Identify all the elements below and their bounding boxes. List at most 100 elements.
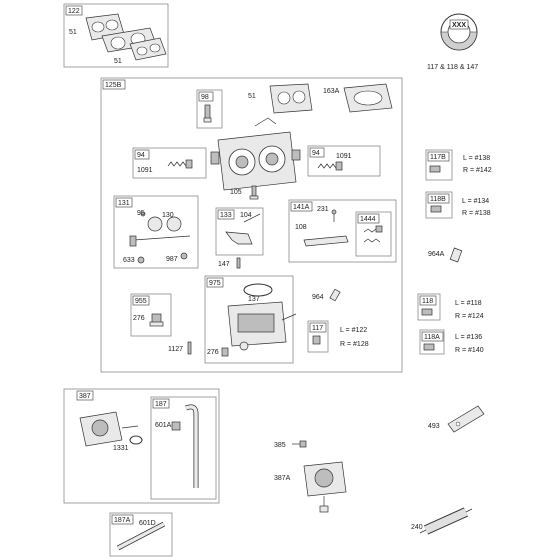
label-240: 240: [411, 524, 423, 531]
label-R-124: R = #124: [455, 313, 484, 320]
tag-98: 98: [201, 94, 209, 101]
frame-975: [204, 275, 294, 364]
label-R-128: R = #128: [340, 341, 369, 348]
label-147: 147: [218, 261, 230, 268]
label-51-c: 51: [248, 93, 256, 100]
label-117-118-147: 117 & 118 & 147: [427, 64, 478, 71]
label-964: 964: [312, 294, 324, 301]
label-L-122: L = #122: [340, 327, 367, 334]
tag-187: 187: [155, 401, 167, 408]
frame-98: [196, 89, 223, 129]
seal-icon: XXX: [440, 13, 478, 51]
choke-lever-133: [225, 213, 261, 245]
label-1091-a: 1091: [137, 167, 153, 174]
screw-147: [236, 257, 241, 269]
label-1127: 1127: [168, 346, 183, 353]
seal-text: XXX: [452, 22, 466, 29]
label-95: 95: [137, 210, 145, 217]
tag-975: 975: [209, 280, 221, 287]
label-L-138: L = #138: [463, 155, 490, 162]
frame-94-left: [132, 147, 207, 179]
frame-94-right: [307, 145, 381, 177]
frame-131: [113, 195, 199, 269]
screw-385: [292, 440, 307, 448]
tag-117B: 117B: [430, 154, 446, 161]
throttle-shaft-131: [129, 211, 191, 264]
label-105: 105: [230, 189, 242, 196]
jet-117B: [429, 165, 441, 173]
label-1091-b: 1091: [336, 153, 352, 160]
label-601D: 601D: [139, 520, 156, 527]
plug-964: [329, 288, 341, 302]
label-L-134: L = #134: [462, 198, 489, 205]
label-1331: 1331: [113, 445, 129, 452]
label-276-b: 276: [207, 349, 219, 356]
label-51-b: 51: [114, 58, 122, 65]
jet-955: [149, 313, 164, 327]
frame-117B: [425, 149, 453, 181]
spring-94-left: [167, 159, 193, 169]
jet-117: [312, 335, 321, 345]
frame-118B: [425, 191, 453, 219]
label-387A: 387A: [274, 475, 291, 482]
plug-964A: [449, 247, 463, 263]
tag-118B: 118B: [430, 196, 446, 203]
screw-98: [203, 104, 212, 123]
frame-122: [63, 3, 169, 68]
tag-387: 387: [79, 393, 91, 400]
float-bowl-975: [227, 283, 297, 351]
jet-118B: [430, 205, 442, 213]
tag-117: 117: [312, 325, 323, 332]
frame-141A: [288, 199, 397, 263]
gasket-163A: [343, 83, 393, 113]
tag-118A: 118A: [424, 334, 440, 341]
carburetor-body: [210, 117, 301, 191]
label-L-136: L = #136: [455, 334, 482, 341]
frame-125B: [100, 77, 403, 373]
label-493: 493: [428, 423, 440, 430]
frame-117: [307, 320, 329, 353]
tag-131: 131: [118, 200, 130, 207]
tag-125B: 125B: [105, 82, 122, 89]
hose-187A: [116, 521, 166, 551]
label-633: 633: [123, 257, 135, 264]
tag-187A: 187A: [114, 517, 131, 524]
label-964A: 964A: [428, 251, 445, 258]
tag-133: 133: [220, 212, 232, 219]
tag-94-left: 94: [137, 152, 145, 159]
tag-1444: 1444: [360, 216, 376, 223]
bolt-105: [249, 185, 259, 200]
jet-118A: [423, 343, 435, 351]
tag-94-right: 94: [312, 150, 320, 157]
frame-187A: [109, 512, 173, 557]
tag-118: 118: [422, 298, 433, 305]
frame-133: [215, 207, 264, 256]
tag-122: 122: [68, 8, 80, 15]
label-104: 104: [240, 212, 252, 219]
fuel-line-187: [171, 404, 199, 488]
shaft-141A: [303, 209, 349, 247]
spring-94-right: [317, 161, 343, 171]
label-R-138: R = #138: [462, 210, 491, 217]
frame-187: [150, 396, 217, 500]
fuel-pump-387: [79, 411, 143, 447]
screw-276: [221, 347, 229, 357]
label-51-a: 51: [69, 29, 77, 36]
gasket-51: [269, 83, 313, 114]
label-987: 987: [166, 256, 178, 263]
bracket-493: [447, 405, 485, 433]
frame-387: [63, 388, 220, 504]
tag-955: 955: [135, 298, 147, 305]
label-137: 137: [248, 296, 260, 303]
label-231: 231: [317, 206, 329, 213]
label-276-a: 276: [133, 315, 145, 322]
springs-1444: [363, 225, 383, 243]
frame-955: [130, 293, 172, 337]
label-R-140: R = #140: [455, 347, 484, 354]
label-385: 385: [274, 442, 286, 449]
fuel-filter-240: [419, 507, 473, 535]
gasket-122-right: [129, 37, 167, 61]
tag-141A: 141A: [293, 204, 310, 211]
